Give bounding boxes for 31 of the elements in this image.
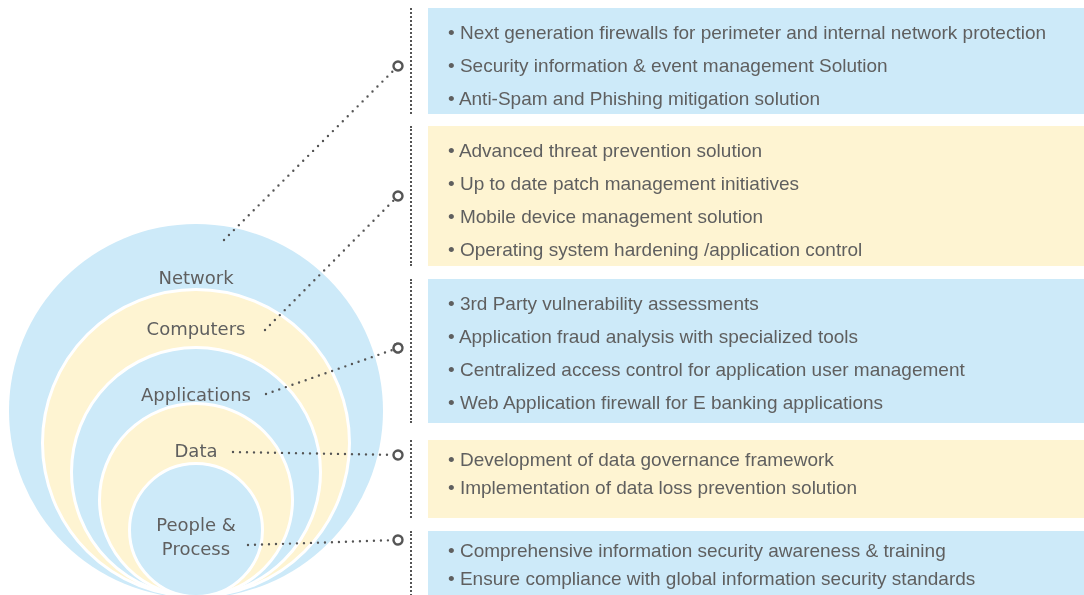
bullet-item: • Ensure compliance with global information security standards xyxy=(448,567,976,591)
bullet-item: • Comprehensive information security awareness & training xyxy=(448,539,946,563)
layer-circle xyxy=(128,462,264,595)
bullet-item: • Mobile device management solution xyxy=(448,205,764,229)
leader-line xyxy=(231,449,404,461)
bullet-item: • Operating system hardening /application control xyxy=(448,238,863,262)
bullet-item: • Centralized access control for application user management xyxy=(448,358,965,382)
bullet-item: • Next generation firewalls for perimeter and internal network protection xyxy=(448,21,1047,45)
layer-label: People & Process xyxy=(155,513,237,561)
bullet-item: • 3rd Party vulnerability assessments xyxy=(448,292,759,316)
leader-line xyxy=(264,342,404,396)
layer-label: Computers xyxy=(146,317,246,341)
layer-label: Data xyxy=(174,439,218,463)
bullet-item: • Anti-Spam and Phishing mitigation solution xyxy=(448,87,821,111)
bullet-item: • Advanced threat prevention solution xyxy=(448,139,763,163)
leader-line xyxy=(263,190,404,332)
callout-box xyxy=(410,440,1084,518)
leader-line xyxy=(222,60,404,242)
bullet-item: • Application fraud analysis with specialized tools xyxy=(448,325,859,349)
callout-box xyxy=(410,531,1084,595)
callout-box xyxy=(410,126,1084,266)
bullet-item: • Development of data governance framework xyxy=(448,448,834,472)
bullet-item: • Up to date patch management initiatives xyxy=(448,172,799,196)
layer-label: Applications xyxy=(141,383,251,407)
callout-box xyxy=(410,8,1084,114)
bullet-item: • Security information & event management Solution xyxy=(448,54,888,78)
bullet-item: • Web Application firewall for E banking applications xyxy=(448,391,884,415)
layer-label: Network xyxy=(158,266,234,290)
callout-box xyxy=(410,279,1084,423)
leader-line xyxy=(246,534,404,547)
bullet-item: • Implementation of data loss prevention solution xyxy=(448,476,858,500)
